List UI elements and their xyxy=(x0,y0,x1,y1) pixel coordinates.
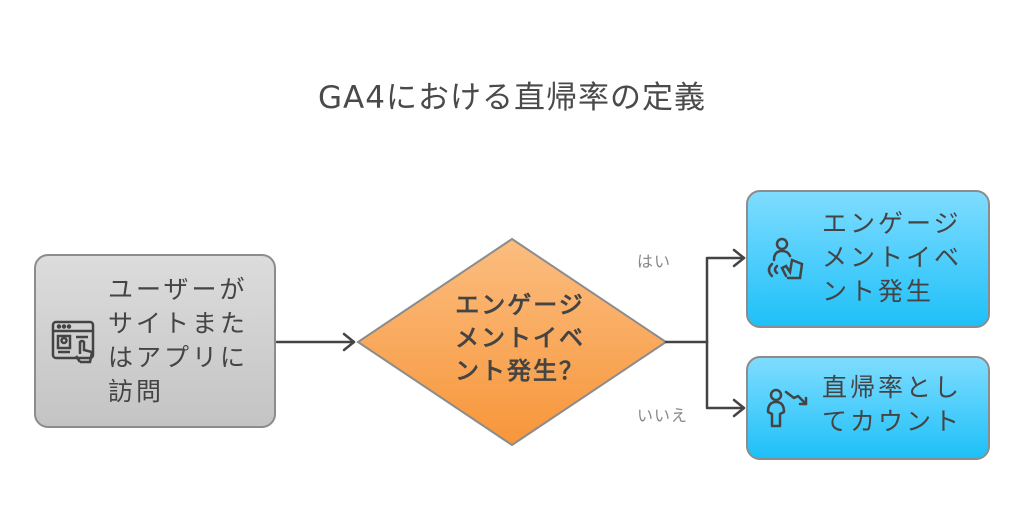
start-line-3: はアプリに xyxy=(108,343,249,372)
start-line-4: 訪問 xyxy=(108,377,165,406)
decision-line-1: エンゲージ xyxy=(455,291,585,319)
start-node xyxy=(34,254,276,428)
arrowhead-decision xyxy=(342,332,356,352)
no-label: いいえ xyxy=(637,406,689,425)
arrowhead-yes xyxy=(732,248,746,268)
start-line-2: サイトまた xyxy=(108,309,249,338)
decision-line-2: メントイベ xyxy=(455,324,585,352)
yes-line-3: ント発生 xyxy=(822,277,935,306)
no-node xyxy=(746,356,990,460)
decision-diamond xyxy=(356,237,668,447)
arrowhead-no xyxy=(732,398,746,418)
start-node-text: ユーザーが サイトまた はアプリに 訪問 xyxy=(108,273,248,409)
start-line-1: ユーザーが xyxy=(108,275,248,304)
user-bounce-icon xyxy=(766,388,808,428)
edge-yes xyxy=(705,256,746,344)
yes-node-text: エンゲージ メントイベ ント発生 xyxy=(822,207,962,309)
no-node-text: 直帰率とし てカウント xyxy=(822,371,962,439)
yes-node xyxy=(746,190,990,328)
yes-line-1: エンゲージ xyxy=(822,209,962,238)
web-page-tap-icon xyxy=(51,320,95,364)
diagram-title: GA4における直帰率の定義 xyxy=(318,80,706,116)
decision-line-3: ント発生？ xyxy=(455,357,585,385)
user-touch-icon xyxy=(767,237,804,280)
yes-label: はい xyxy=(637,252,672,271)
no-line-1: 直帰率とし xyxy=(822,373,963,402)
decision-text: エンゲージ メントイベ ント発生？ xyxy=(420,289,620,388)
edge-no xyxy=(705,340,746,410)
yes-line-2: メントイベ xyxy=(822,243,963,272)
no-line-2: てカウント xyxy=(822,407,963,436)
